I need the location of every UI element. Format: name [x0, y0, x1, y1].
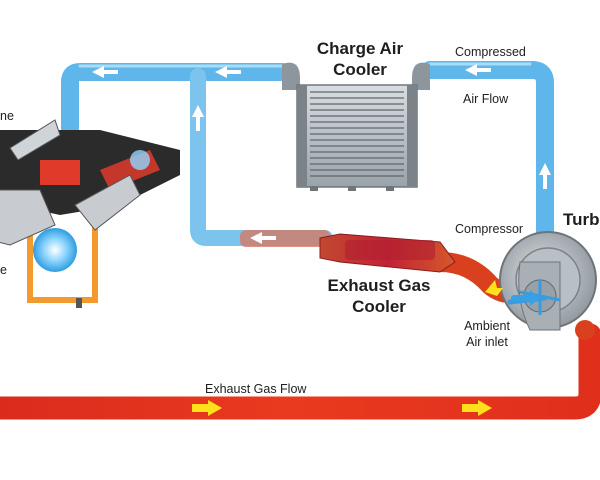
ambient-air-inlet-label-line2: Air inlet — [466, 335, 508, 349]
air-arrow-5 — [192, 105, 204, 131]
air-arrow-6 — [250, 232, 276, 244]
ambient-air-inlet-arrow — [511, 290, 540, 306]
exhaust-gas-cooler-label-line1: Exhaust Gas — [327, 276, 431, 295]
exhaust-arrow-1 — [192, 400, 222, 416]
exhaust-gas-flow-label: Exhaust Gas Flow — [205, 382, 307, 396]
exhaust-gas-cooler-label-line2: Cooler — [352, 297, 406, 316]
air-arrow-4 — [539, 163, 551, 189]
ambient-air-inlet-label: Ambient Air inlet — [455, 318, 519, 350]
charge-air-cooler-label-line1: Charge Air — [316, 39, 404, 58]
turbocharger — [499, 231, 597, 331]
engine-label-partial-bottom: e — [0, 263, 7, 277]
charge-air-cooler-label: Charge Air Cooler — [305, 38, 415, 80]
exhaust-arrow-3 — [485, 280, 503, 296]
charge-air-cooler-label-line2: Cooler — [333, 60, 387, 79]
charge-air-cooler — [282, 62, 430, 191]
compressed-air-flow-label-1: Compressed — [455, 45, 526, 59]
air-flow-arrows — [92, 64, 551, 244]
air-arrow-3 — [465, 64, 491, 76]
exhaust-flow-arrows — [192, 280, 503, 416]
ambient-air-inlet-label-line1: Ambient — [464, 319, 510, 333]
engine-label-partial-top: ne — [0, 109, 14, 123]
compressor-label: Compressor — [455, 222, 524, 236]
air-pipe — [61, 61, 554, 247]
exhaust-arrow-2 — [462, 400, 492, 416]
egr-transition-pipe — [240, 230, 330, 247]
air-arrow-2 — [215, 66, 241, 78]
exhaust-gas-cooler-label: Exhaust Gas Cooler — [314, 275, 444, 317]
compressed-air-flow-label-2: Air Flow — [463, 92, 509, 106]
exhaust-gas-cooler — [319, 233, 456, 273]
engine — [0, 110, 180, 308]
air-arrow-1 — [92, 66, 118, 78]
turbo-label: Turb — [563, 210, 600, 229]
